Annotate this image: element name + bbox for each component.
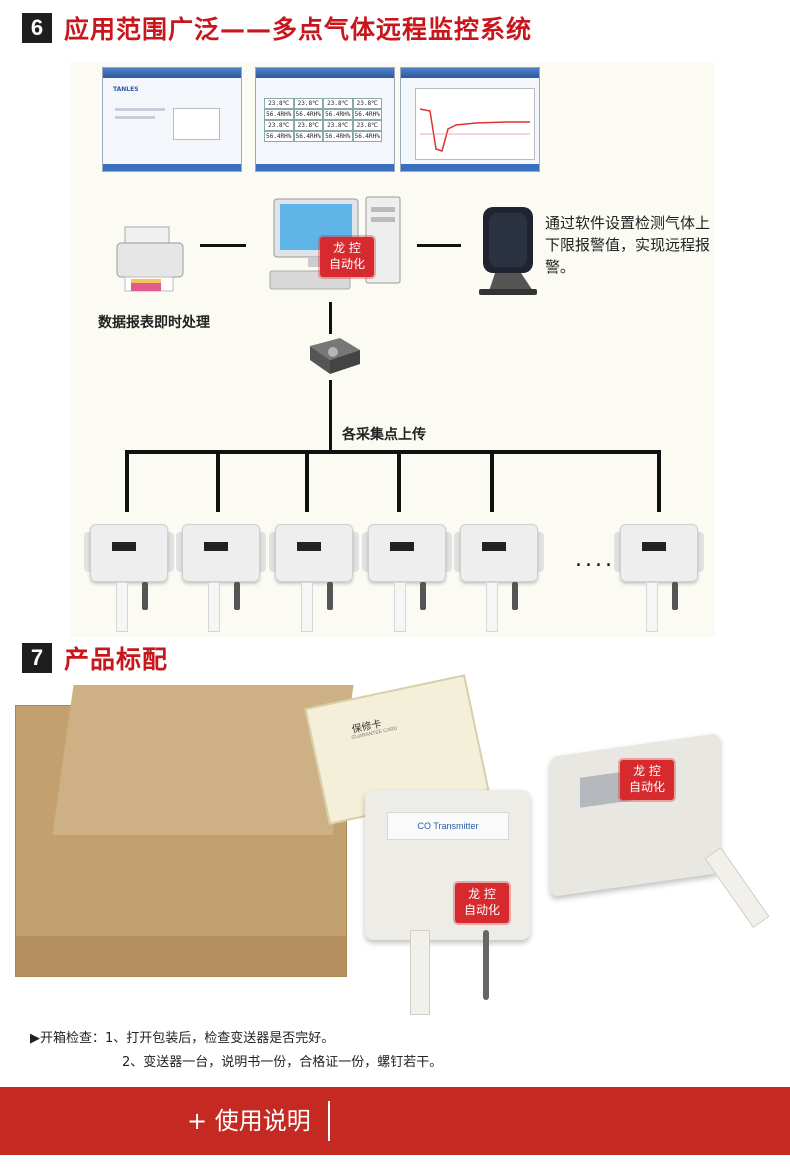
section-title: 产品标配 (64, 645, 169, 674)
section-7-header: 7 产品标配 (22, 640, 168, 676)
table-row: 23.8℃ 23.8℃ 23.8℃ 23.8℃ (264, 98, 382, 109)
rs485-converter-icon (310, 338, 360, 374)
section-6-header: 6 应用范围广泛——多点气体远程监控系统 (22, 10, 532, 46)
trend-chart-graphic (415, 88, 535, 160)
screenshot-trend-chart (400, 67, 540, 172)
sensor-cable (483, 930, 489, 1000)
transmitter-device (84, 524, 174, 636)
section-title: 应用范围广泛——多点气体远程监控系统 (64, 15, 533, 44)
bus-caption: 各采集点上传 (342, 427, 426, 443)
transmitter-device (176, 524, 266, 636)
product-photo: 保修卡 GUARANTEE CARD 龙 控 自动化 CO Transmitte… (15, 674, 775, 1015)
transmitter-with-display (550, 733, 720, 897)
section-number: 7 (22, 643, 52, 673)
table-row: 56.4RH% 56.4RH% 56.4RH% 56.4RH% (264, 131, 382, 142)
printer-caption: 数据报表即时处理 (98, 315, 210, 331)
checklist-line-2: 2、变送器一台，说明书一份，合格证一份，螺钉若干。 (122, 1055, 443, 1070)
alarm-note: 通过软件设置检测气体上下限报警值，实现远程报警。 (545, 214, 711, 276)
transmitter-device (362, 524, 452, 636)
table-row: 23.8℃ 23.8℃ 23.8℃ 23.8℃ (264, 120, 382, 131)
screenshot-login: TANLES (102, 67, 242, 172)
triangle-marker-icon: ▶ (30, 1031, 40, 1046)
sensor-probe (704, 846, 770, 929)
unboxing-checklist: ▶开箱检查：1、打开包装后，检查变送器是否完好。 2、变送器一台，说明书一份，合… (30, 1027, 442, 1075)
alarm-speaker-icon (479, 207, 537, 295)
brand-stamp: 龙 控 自动化 (455, 883, 509, 923)
footer-bar: + 使用说明 (0, 1087, 790, 1155)
section-number: 6 (22, 13, 52, 43)
transmitter-device (454, 524, 544, 636)
brand-stamp: 龙 控 自动化 (620, 760, 674, 800)
sensor-probe (410, 930, 430, 1015)
table-row: 56.4RH% 56.4RH% 56.4RH% 56.4RH% (264, 109, 382, 120)
screenshot-data-table: 23.8℃ 23.8℃ 23.8℃ 23.8℃ 56.4RH% 56.4RH% … (255, 67, 395, 172)
company-logo: TANLES (113, 86, 139, 93)
usage-instructions-link[interactable]: + 使用说明 (187, 1107, 311, 1135)
printer-icon (116, 226, 184, 292)
readings-table: 23.8℃ 23.8℃ 23.8℃ 23.8℃ 56.4RH% 56.4RH% … (264, 98, 382, 142)
checklist-line-1: ▶开箱检查：1、打开包装后，检查变送器是否完好。 (30, 1031, 335, 1046)
system-diagram: TANLES 23.8℃ 23.8℃ 23.8℃ 23.8℃ 56.4RH% 5… (70, 62, 715, 637)
brand-stamp: 龙 控 自动化 (320, 237, 374, 277)
transmitter-device (614, 524, 704, 636)
footer-divider (328, 1101, 330, 1141)
transmitter-device (269, 524, 359, 636)
